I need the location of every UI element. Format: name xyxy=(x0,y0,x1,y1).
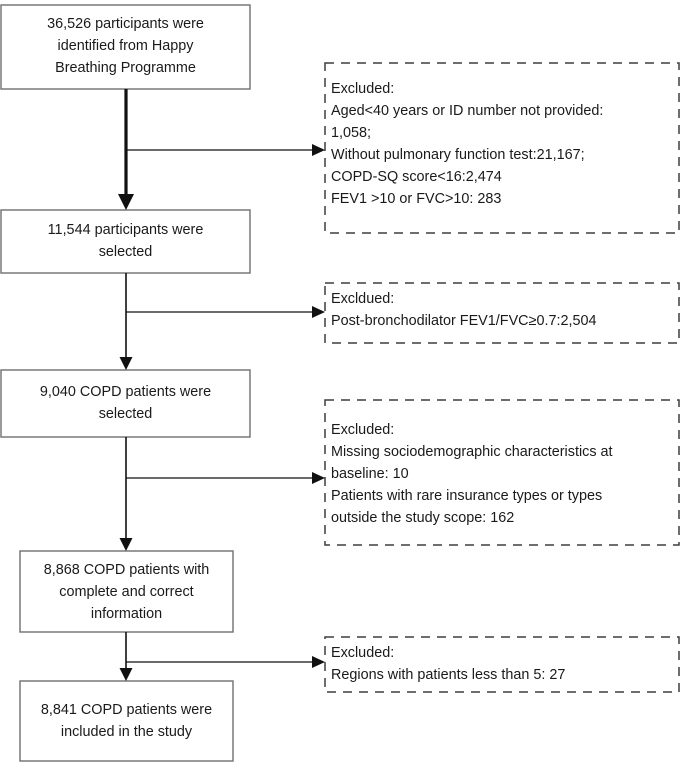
node-copd-selected-line-0: 9,040 COPD patients were xyxy=(40,384,211,400)
connector-identified-to-selected-arrowhead xyxy=(118,194,134,210)
exclusion-3-line-2: baseline: 10 xyxy=(331,466,409,482)
exclusion-2-line-0: Excldued: xyxy=(331,291,394,307)
connector-copd-to-complete xyxy=(119,437,133,551)
exclusion-1-box xyxy=(324,62,680,234)
exclusion-3-line-0: Excluded: xyxy=(331,422,394,438)
exclusion-1-line-4: COPD-SQ score<16:2,474 xyxy=(331,169,502,185)
branch-to-exclusion-2 xyxy=(126,306,325,318)
node-selected-participants: 11,544 participants were selected xyxy=(0,209,251,274)
branch-to-exclusion-1-arrowhead xyxy=(312,144,325,156)
branch-to-exclusion-3 xyxy=(126,472,325,484)
branch-to-exclusion-4 xyxy=(126,656,325,668)
node-identified-box xyxy=(0,4,251,90)
branch-to-exclusion-3-arrowhead xyxy=(312,472,325,484)
exclusion-1-line-3: Without pulmonary function test:21,167; xyxy=(331,147,585,163)
connector-complete-to-included xyxy=(119,632,133,681)
node-copd-selected: 9,040 COPD patients were selected xyxy=(0,369,251,438)
connector-identified-to-selected xyxy=(118,89,134,210)
node-complete-information: 8,868 COPD patients with complete and co… xyxy=(19,550,234,633)
exclusion-1-line-1: Aged<40 years or ID number not provided: xyxy=(331,103,603,119)
node-copd-selected-line-1: selected xyxy=(99,406,153,422)
exclusion-1-line-0: Excluded: xyxy=(331,81,394,97)
branch-to-exclusion-2-arrowhead xyxy=(312,306,325,318)
exclusion-2-box xyxy=(324,282,680,344)
branch-to-exclusion-1 xyxy=(126,144,325,156)
node-included-line-0: 8,841 COPD patients were xyxy=(41,702,212,718)
connector-complete-to-included-arrowhead xyxy=(119,668,133,681)
exclusion-1-line-5: FEV1 >10 or FVC>10: 283 xyxy=(331,191,501,207)
exclusion-4-box xyxy=(324,636,680,693)
node-complete-information-line-1: complete and correct xyxy=(59,584,193,600)
branch-to-exclusion-4-arrowhead xyxy=(312,656,325,668)
node-complete-information-box xyxy=(19,550,234,633)
connector-selected-to-copd-arrowhead xyxy=(119,357,133,370)
node-complete-information-line-2: information xyxy=(91,606,162,622)
exclusion-4: Excluded: Regions with patients less tha… xyxy=(324,636,680,693)
node-selected-participants-box xyxy=(0,209,251,274)
node-included: 8,841 COPD patients were included in the… xyxy=(19,680,234,762)
exclusion-4-line-0: Excluded: xyxy=(331,645,394,661)
exclusion-3-line-3: Patients with rare insurance types or ty… xyxy=(331,488,602,504)
exclusion-3-box xyxy=(324,399,680,546)
exclusion-2-line-1: Post-bronchodilator FEV1/FVC≥0.7:2,504 xyxy=(331,313,596,329)
node-selected-participants-line-1: selected xyxy=(99,244,153,260)
exclusion-4-line-1: Regions with patients less than 5: 27 xyxy=(331,667,565,683)
node-complete-information-line-0: 8,868 COPD patients with xyxy=(44,562,210,578)
node-included-box xyxy=(19,680,234,762)
exclusion-3: Excluded: Missing sociodemographic chara… xyxy=(324,399,680,546)
exclusion-2: Excldued: Post-bronchodilator FEV1/FVC≥0… xyxy=(324,282,680,344)
exclusion-3-line-4: outside the study scope: 162 xyxy=(331,510,514,526)
node-identified: 36,526 participants were identified from… xyxy=(0,4,251,90)
exclusion-1: Excluded: Aged<40 years or ID number not… xyxy=(324,62,680,234)
node-copd-selected-box xyxy=(0,369,251,438)
node-selected-participants-line-0: 11,544 participants were xyxy=(48,222,204,238)
node-included-line-1: included in the study xyxy=(61,724,193,740)
connector-selected-to-copd xyxy=(119,273,133,370)
node-identified-line-1: identified from Happy xyxy=(58,38,195,54)
exclusion-1-line-2: 1,058; xyxy=(331,125,371,141)
node-identified-line-2: Breathing Programme xyxy=(55,60,196,76)
connector-copd-to-complete-arrowhead xyxy=(119,538,133,551)
node-identified-line-0: 36,526 participants were xyxy=(47,16,204,32)
exclusion-3-line-1: Missing sociodemographic characteristics… xyxy=(331,444,613,460)
